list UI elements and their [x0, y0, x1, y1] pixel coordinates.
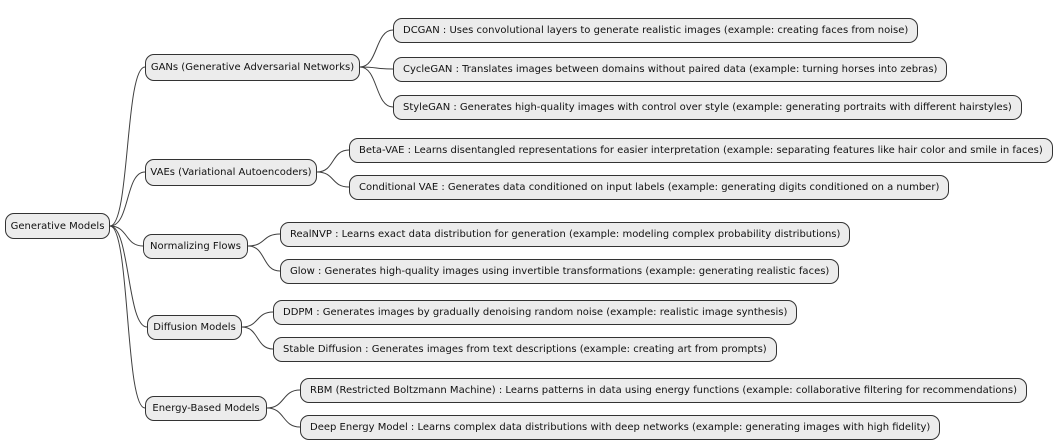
leaf-node-glow: Glow : Generates high-quality images usi…: [280, 259, 840, 284]
edge-energy-rbm: [266, 389, 301, 409]
leaf-node-deep-energy-model: Deep Energy Model : Learns complex data …: [300, 415, 941, 440]
edge-root-vaes: [109, 171, 146, 227]
leaf-node-conditional-vae: Conditional VAE : Generates data conditi…: [349, 175, 950, 200]
edge-diffusion-stablediffusion: [241, 326, 274, 350]
leaf-node-beta-vae: Beta-VAE : Learns disentangled represent…: [349, 138, 1053, 163]
edge-energy-deepenergymodel: [266, 407, 301, 428]
edge-vaes-conditionalvae: [316, 171, 350, 188]
edge-flows-realnvp: [247, 233, 281, 247]
leaf-node-ddpm: DDPM : Generates images by gradually den…: [273, 300, 798, 325]
edge-root-flows: [109, 225, 144, 247]
edge-gans-cyclegan: [359, 66, 394, 70]
leaf-node-dcgan: DCGAN : Uses convolutional layers to gen…: [393, 18, 919, 43]
edge-root-diffusion: [109, 225, 148, 328]
edge-root-gans: [109, 66, 146, 227]
leaf-node-stable-diffusion: Stable Diffusion : Generates images from…: [273, 337, 777, 362]
edge-root-energy: [109, 225, 146, 409]
branch-node-vaes: VAEs (Variational Autoencoders): [145, 159, 317, 186]
branch-node-gans: GANs (Generative Adversarial Networks): [145, 54, 360, 81]
branch-node-energy-based-models: Energy-Based Models: [145, 396, 267, 421]
leaf-node-rbm: RBM (Restricted Boltzmann Machine) : Lea…: [300, 378, 1027, 403]
leaf-node-stylegan: StyleGAN : Generates high-quality images…: [393, 95, 1022, 120]
edge-vaes-betavae: [316, 149, 350, 173]
edge-flows-glow: [247, 245, 281, 272]
root-node-generative-models: Generative Models: [5, 213, 110, 239]
edge-gans-dcgan: [359, 29, 394, 68]
branch-node-diffusion-models: Diffusion Models: [147, 315, 242, 340]
leaf-node-cyclegan: CycleGAN : Translates images between dom…: [393, 57, 948, 82]
edge-gans-stylegan: [359, 66, 394, 108]
edge-diffusion-ddpm: [241, 311, 274, 328]
leaf-node-realnvp: RealNVP : Learns exact data distribution…: [280, 222, 851, 247]
branch-node-normalizing-flows: Normalizing Flows: [143, 234, 248, 259]
